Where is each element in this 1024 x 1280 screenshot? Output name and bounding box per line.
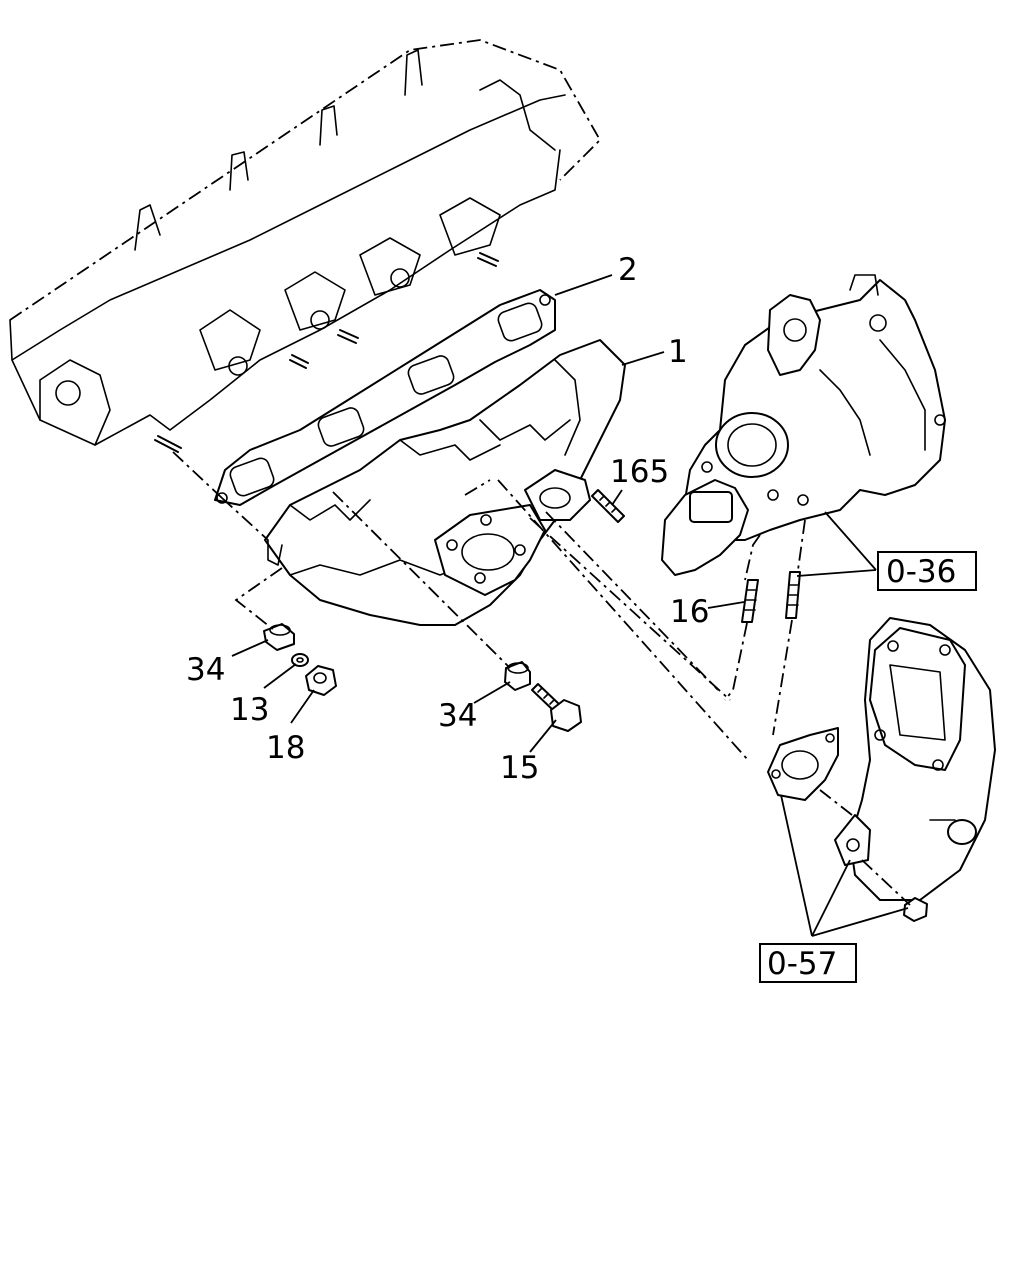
reference-box-outlet[interactable]: 0-57 [759, 943, 857, 983]
callout-34-right: 34 [438, 698, 477, 734]
leader-lines [231, 274, 909, 937]
collar-34-right [504, 661, 531, 691]
callout-labels: 2 1 165 16 34 13 18 34 15 [186, 252, 709, 786]
cylinder-head-outline [9, 39, 602, 453]
washer-13 [291, 653, 309, 667]
reference-label-0-36: 0-36 [886, 554, 956, 590]
exhaust-manifold-gasket [214, 289, 556, 506]
bolt-15 [531, 683, 582, 732]
collar-34-left [263, 623, 295, 651]
callout-16: 16 [670, 594, 709, 630]
stud-165 [591, 489, 625, 523]
exhaust-manifold [264, 339, 626, 626]
callout-2: 2 [618, 252, 638, 288]
turbo-outlet-housing [767, 617, 996, 922]
callout-13: 13 [230, 692, 269, 728]
reference-box-turbocharger[interactable]: 0-36 [877, 551, 977, 591]
callout-18: 18 [266, 730, 305, 766]
alignment-lines [172, 451, 911, 906]
callout-165: 165 [610, 454, 669, 490]
callout-15: 15 [500, 750, 539, 786]
callout-1: 1 [668, 334, 688, 370]
stud-16 [741, 571, 801, 623]
fastener-parts [263, 489, 801, 732]
reference-label-0-57: 0-57 [767, 946, 837, 982]
nut-18 [305, 665, 337, 696]
turbocharger-assembly [661, 274, 946, 576]
callout-34-left: 34 [186, 652, 225, 688]
